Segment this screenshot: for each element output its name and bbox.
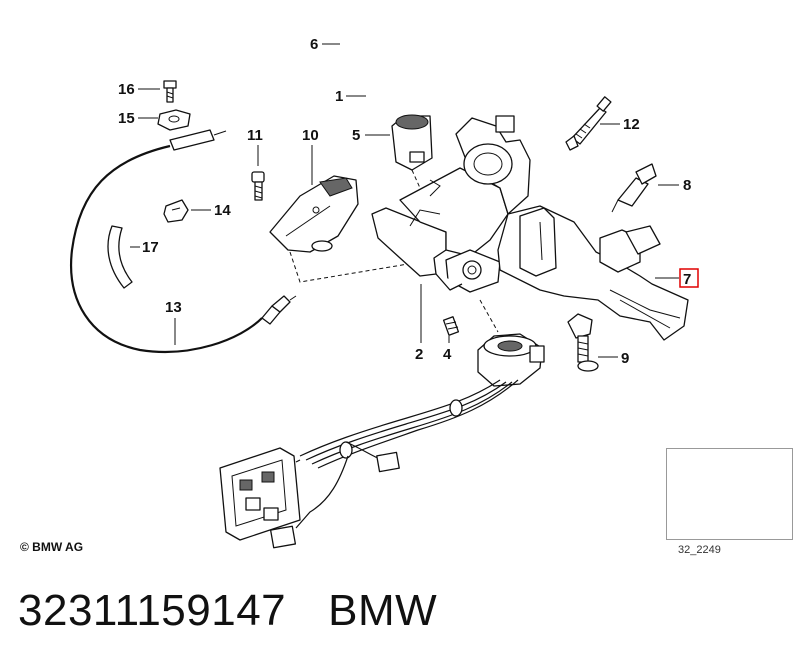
part-10-cover [269,175,359,253]
svg-text:4: 4 [443,346,452,363]
part-5-lock-cylinder [391,114,433,171]
callout-14[interactable]: 14 [191,202,231,219]
callout-8[interactable]: 7 [655,268,699,288]
wiring-harness [269,379,519,549]
callout-5[interactable]: 5 [352,127,390,144]
copyright-text: © BMW AG [20,540,84,554]
brand-name: BMW [328,586,438,635]
callout-12[interactable]: 12 [600,116,640,133]
svg-text:10: 10 [302,127,319,144]
callout-1[interactable]: 1 [335,88,366,105]
part-8-bracket [497,205,689,341]
callout-17[interactable]: 17 [130,239,159,256]
svg-text:6: 6 [310,36,318,53]
part-13-bowden-cable [70,129,297,354]
callout-9[interactable]: 9 [598,350,629,367]
svg-text:16: 16 [118,81,135,98]
part-12-pin [565,96,612,151]
svg-text:15: 15 [118,110,135,127]
callout-15[interactable]: 15 [118,110,158,127]
thumbnail-code: 32_2249 [678,544,721,556]
svg-text:17: 17 [142,239,159,256]
svg-text:8: 8 [683,177,691,194]
footer-caption: 32311159147 BMW [18,586,437,636]
part-14-clip [163,199,189,223]
part-number: 32311159147 [18,586,287,635]
svg-text:9: 9 [621,350,629,367]
assembly-guide-5 [411,169,421,189]
part-4-screw [442,316,460,336]
part-15-clip-nut [157,109,191,131]
svg-text:14: 14 [214,202,231,219]
callout-13[interactable]: 13 [165,299,182,345]
svg-text:1: 1 [335,88,343,105]
svg-text:7: 7 [683,271,691,288]
callout-2[interactable]: 2 [415,284,423,363]
svg-text:11: 11 [247,127,263,144]
harness-connector [219,447,301,541]
thumbnail-frame[interactable] [666,448,793,540]
part-16-screw [163,80,177,103]
part-17-cable-clip [107,225,133,289]
callout-4[interactable]: 4 [443,336,452,363]
callout-16[interactable]: 16 [118,81,160,98]
callout-6[interactable]: 6 [310,36,340,53]
svg-text:2: 2 [415,346,423,363]
callout-11[interactable]: 11 [247,127,263,166]
callout-8-highlight [679,268,699,288]
part-11-screw [251,171,265,201]
assembly-guide-10 [289,251,421,283]
callout-7[interactable]: 8 [658,177,691,194]
svg-text:5: 5 [352,127,360,144]
part-1-lock-housing [371,115,531,293]
part-9-screw [567,313,599,372]
part-2-ignition-switch [477,299,545,387]
part-7-switch [611,163,657,213]
svg-text:12: 12 [623,116,640,133]
callout-10[interactable]: 10 [302,127,319,185]
svg-text:13: 13 [165,299,182,316]
